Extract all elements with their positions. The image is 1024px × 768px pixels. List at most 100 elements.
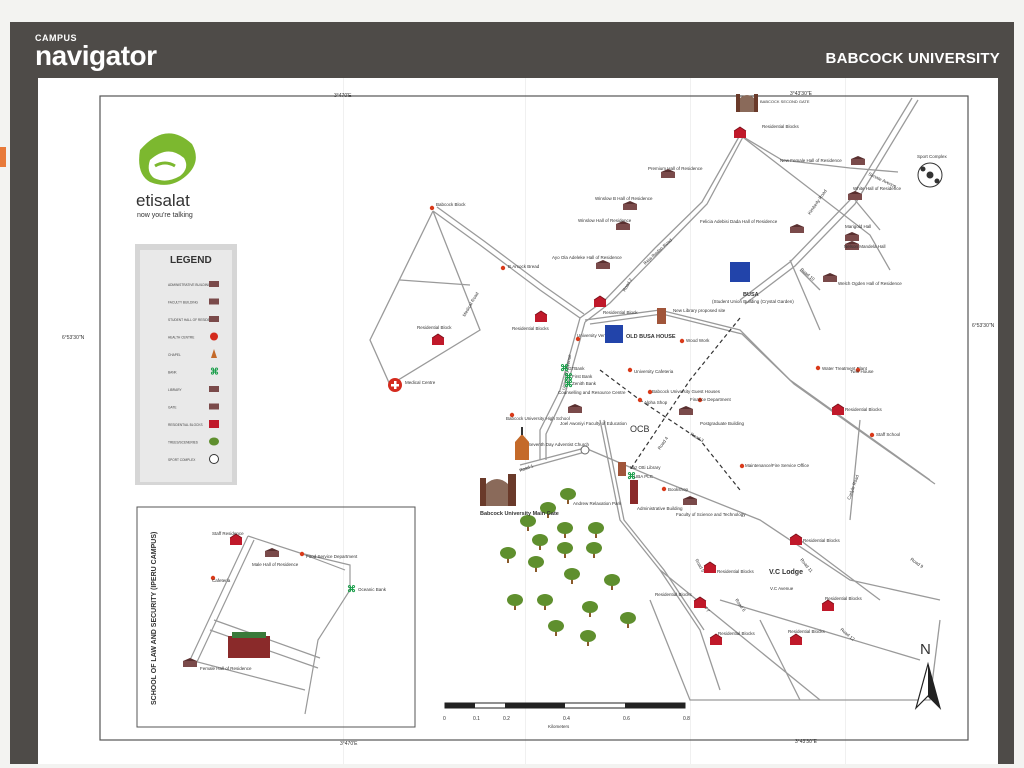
hall-icon <box>596 260 610 269</box>
old-busa-logo <box>605 325 623 343</box>
hall-icon <box>616 221 630 230</box>
university-title: BABCOCK UNIVERSITY <box>825 50 1000 67</box>
road-network <box>369 97 941 701</box>
label-premium: Premium Hall of Residence <box>648 166 703 171</box>
label-church: Seventh Day Adventist Church <box>528 442 590 447</box>
guest-dot <box>647 389 653 395</box>
inset-box <box>136 506 416 728</box>
label-wood: Wood Work <box>686 338 710 343</box>
hall-icon <box>823 273 837 282</box>
res-block-icon <box>789 633 803 645</box>
staff-school-dot <box>869 432 875 438</box>
label-neal: Nelson Mandela Hall <box>844 244 886 249</box>
map-border <box>99 95 969 741</box>
label-res_b5: Residential Blocks <box>718 631 756 636</box>
tree-icon <box>586 542 602 558</box>
inset-female-icon <box>183 658 197 667</box>
label-new_lib: New Library proposed site <box>673 308 726 313</box>
label-park: Andrew Relaxation Park <box>573 501 622 506</box>
main-gate-icon <box>480 474 516 506</box>
tree-icon <box>557 542 573 558</box>
roundabout <box>580 445 590 455</box>
road-9: Road 9 <box>909 557 924 570</box>
label-residential_mid: Residential Block <box>417 325 452 330</box>
label-winslow: Winslow Hall of Residence <box>578 218 632 223</box>
legend-item-label: CHAPEL <box>168 353 181 357</box>
scale-tick-label: 0.6 <box>623 716 630 722</box>
finance-dot <box>697 397 703 403</box>
scale-tick-label: 0.2 <box>503 716 510 722</box>
education-icon <box>568 404 582 413</box>
wood-dot <box>679 338 685 344</box>
hall-icon <box>845 241 859 250</box>
tree-icon <box>500 547 516 563</box>
label-postgrad: Postgraduate Building <box>700 421 745 426</box>
label-white: White Hall of Residence <box>853 186 902 191</box>
road-university-av: University Avenue <box>561 353 572 390</box>
inset-title: SCHOOL OF LAW AND SECURITY (IPERU CAMPUS… <box>151 532 158 705</box>
high-school-dot <box>509 412 515 418</box>
coord-bottom-right: 3°43'30"E <box>795 739 818 745</box>
label-old-busa: OLD BUSA HOUSE <box>626 334 676 340</box>
legend-item-label: STUDENT HALL OF RESIDENCE <box>168 318 217 322</box>
label-maint: Maintenance/Fire Service Office <box>745 463 809 468</box>
north-label: N <box>920 641 931 658</box>
label-vc: V.C Lodge <box>769 569 803 576</box>
res-block-icon <box>534 310 548 322</box>
label-high_school: Babcock University High School <box>506 416 570 421</box>
science-icon <box>683 496 697 505</box>
babcock-block-dot <box>429 205 435 211</box>
coord-bottom-left: 3°470'E <box>340 741 358 747</box>
tree-icon <box>507 594 523 610</box>
coord-top-left: 3°470'E <box>334 93 352 99</box>
legend-title: LEGEND <box>170 255 212 266</box>
label-res_mid: Residential Block <box>603 310 638 315</box>
label-science: Faculty of Science and Technology <box>676 512 746 517</box>
label-res_b1: Residential Blocks <box>803 538 841 543</box>
tree-icon <box>548 620 564 636</box>
label-main-gate: Babcock University Main Gate <box>480 511 559 517</box>
label-busa-sub: (Student Union Building (Crystal Garden) <box>712 299 794 304</box>
road-5: Road 5 <box>694 558 706 573</box>
road-4: Road 4 <box>657 435 670 450</box>
label-ayo: Ayo Ola Adeleke Hall of Residence <box>552 255 622 260</box>
inset-label: Oceanic Bank <box>358 587 387 592</box>
tree-icon <box>564 568 580 584</box>
admin-icon <box>630 480 638 504</box>
tree-icon <box>604 574 620 590</box>
inset-bank-icon: ⌘ <box>347 584 356 594</box>
bakery-dot <box>500 265 506 271</box>
cafeteria-dot <box>627 367 633 373</box>
twin-dot <box>855 367 861 373</box>
scale-bar <box>444 702 686 709</box>
svg-text:⌘: ⌘ <box>210 367 219 377</box>
zenith-icon: ⌘ <box>564 379 573 389</box>
inset-building <box>228 636 270 658</box>
legend-box <box>135 244 237 485</box>
legend-item-icon <box>211 349 217 358</box>
road-medical: Medical Road <box>462 291 480 318</box>
legend-item-icon <box>209 403 219 410</box>
label-finance: Finance Department <box>690 397 732 402</box>
scale-unit: Kilometers <box>548 724 570 729</box>
label-new_female: New Female Hall of Residence <box>780 158 842 163</box>
legend-item-icon: ⌘ <box>210 367 219 377</box>
inset-hall-icon <box>265 548 279 557</box>
road-12: Road 12 <box>839 627 856 642</box>
tree-icon <box>528 556 544 572</box>
legend-item-icon <box>210 332 218 341</box>
label-admin: Administrative Building <box>637 506 683 511</box>
inset-label: Cafeteria <box>212 578 231 583</box>
venue-dot <box>575 336 581 342</box>
res-block-icon <box>431 333 445 345</box>
label-res_b3: Residential Blocks <box>825 596 863 601</box>
label-res_b4: Residential Blocks <box>655 592 693 597</box>
scale-tick-label: 0 <box>443 716 446 722</box>
tree-icon <box>520 515 536 531</box>
label-res_right: Residential Blocks <box>845 407 883 412</box>
trees-park <box>500 488 636 646</box>
